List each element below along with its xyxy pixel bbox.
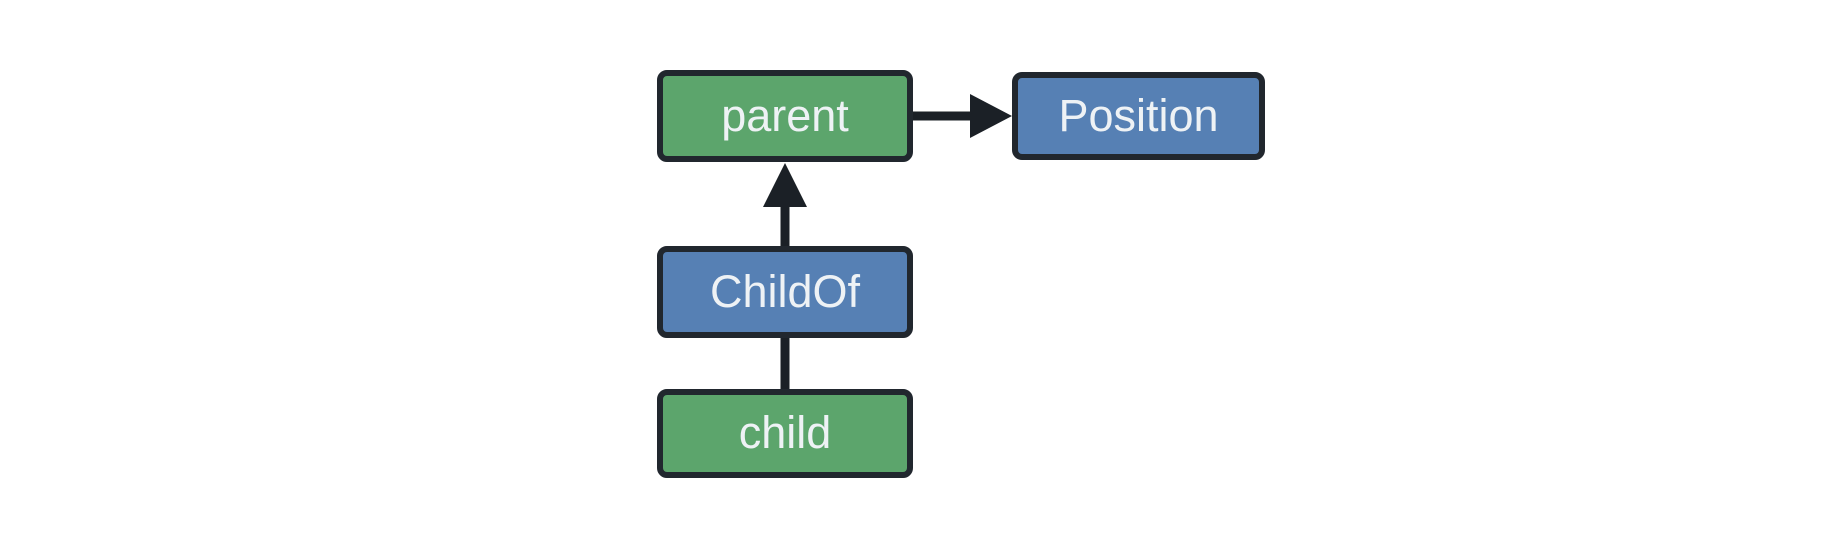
node-parent-label: parent — [721, 89, 849, 141]
node-position-label: Position — [1058, 89, 1219, 141]
node-childof-label: ChildOf — [709, 265, 861, 317]
node-child-label: child — [738, 407, 832, 458]
node-parent: parent — [657, 70, 913, 162]
node-position: Position — [1012, 72, 1265, 160]
node-childof: ChildOf — [657, 246, 913, 338]
node-child: child — [657, 389, 913, 478]
edge-childof-to-parent — [763, 163, 807, 248]
edge-parent-to-position — [913, 94, 1012, 138]
